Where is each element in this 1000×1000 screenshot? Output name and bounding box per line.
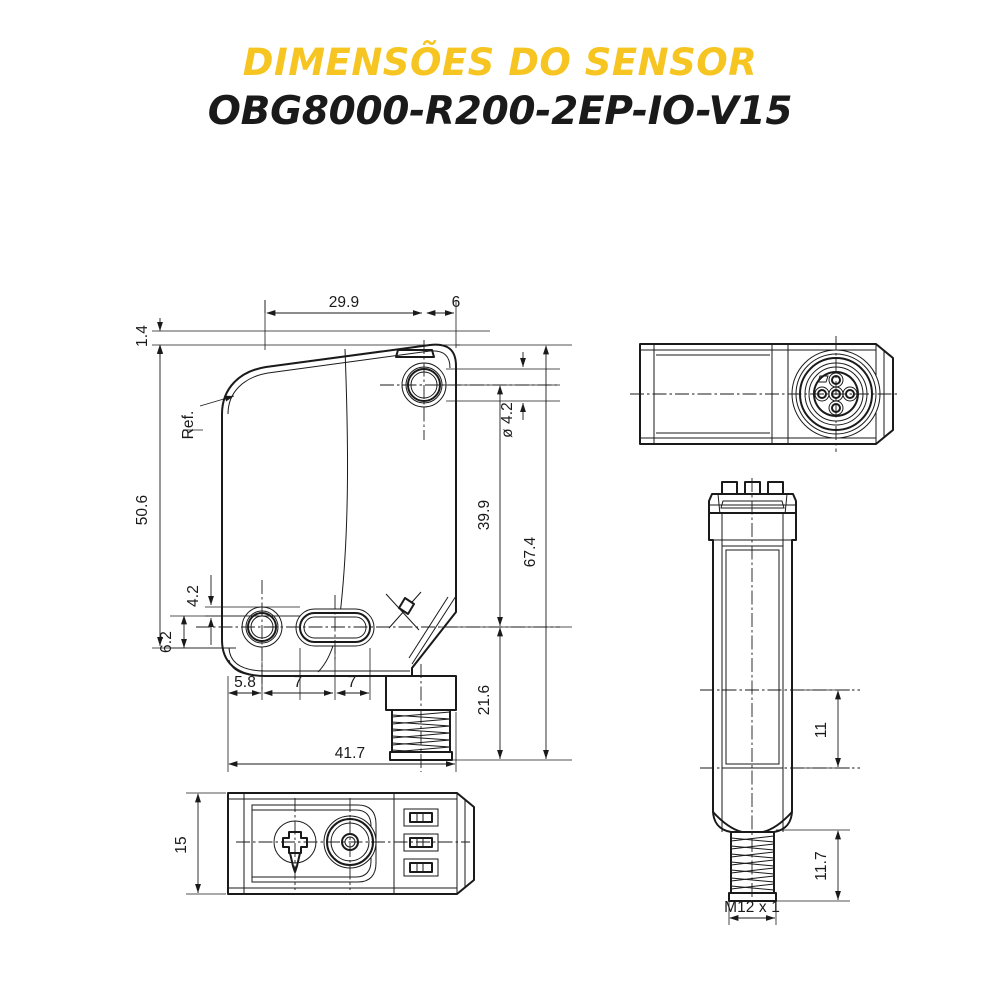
dim-5-8: 5.8 (228, 674, 262, 696)
page-subtitle-part-number: OBG8000-R200-2EP-IO-V15 (207, 88, 793, 134)
rear-connector-view-geometry (630, 336, 898, 452)
dim-11-7: 11.7 (776, 829, 850, 902)
dim-label-5-8: 5.8 (234, 674, 256, 691)
front-view-dimensions: 11 11.7 M12 x 1 (724, 689, 850, 925)
dim-6-2: 6.2 (158, 615, 300, 653)
side-view-dimensions: 29.9 6 1.4 50.6 (134, 294, 572, 772)
dim-label-67-4: 67.4 (522, 536, 539, 567)
dim-39-9: 39.9 (476, 385, 503, 627)
dim-67-4: 67.4 (522, 345, 549, 760)
dim-15: 15 (173, 792, 226, 895)
dim-dia-4-2: ø 4.2 (499, 352, 526, 438)
dim-label-ref: Ref. (180, 411, 197, 440)
dim-label-50-6: 50.6 (134, 495, 151, 526)
dim-label-7-b: 7 (348, 674, 357, 691)
dim-label-m12: M12 x 1 (724, 899, 780, 916)
dim-label-6: 6 (452, 294, 461, 311)
dim-label-15: 15 (173, 836, 190, 853)
dim-label-41-7: 41.7 (335, 745, 366, 762)
dim-11: 11 (792, 689, 850, 769)
page-title: DIMENSÕES DO SENSOR (242, 41, 758, 84)
dim-7-b: 7 (336, 674, 370, 696)
front-view-geometry (700, 478, 860, 905)
dim-6: 6 (426, 294, 461, 316)
dim-7-a: 7 (263, 674, 334, 696)
dim-1-4: 1.4 (134, 318, 163, 358)
dim-29-9: 29.9 (266, 294, 423, 316)
thread-lines-front (730, 835, 775, 891)
title-block: DIMENSÕES DO SENSOR OBG8000-R200-2EP-IO-… (0, 41, 1000, 136)
side-view-geometry (196, 340, 560, 772)
dim-m12: M12 x 1 (724, 899, 780, 925)
dim-label-39-9: 39.9 (476, 500, 493, 531)
top-tabs (721, 481, 784, 495)
dim-label-6-2: 6.2 (158, 631, 175, 653)
dim-label-dia-4-2: ø 4.2 (499, 402, 516, 438)
dim-label-7-a: 7 (294, 674, 303, 691)
dim-label-29-9: 29.9 (329, 294, 360, 311)
dim-21-6: 21.6 (476, 627, 503, 760)
dim-label-11-7: 11.7 (813, 851, 830, 880)
terminal-blocks (403, 808, 439, 877)
dim-label-4-2-left: 4.2 (185, 585, 202, 607)
dim-label-11: 11 (813, 722, 830, 738)
dim-4-2-left: 4.2 (185, 575, 300, 645)
bottom-view-geometry (227, 792, 475, 895)
dim-label-1-4: 1.4 (134, 325, 151, 347)
dim-label-21-6: 21.6 (476, 685, 493, 716)
dim-41-7: 41.7 (227, 700, 457, 772)
reference-leader: Ref. (180, 395, 235, 440)
